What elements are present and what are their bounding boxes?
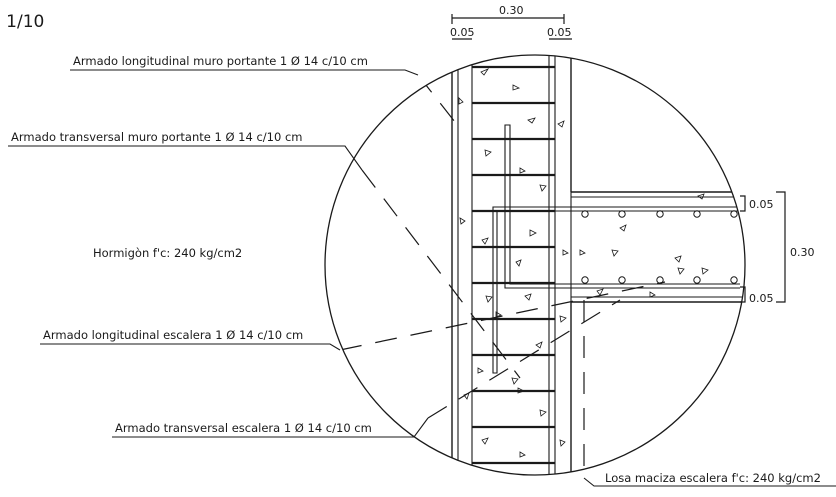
- label-transversal-stair: Armado transversal escalera 1 Ø 14 c/10 …: [115, 421, 372, 435]
- slab-dimensions: [740, 191, 786, 303]
- slab-thickness-dimension: 0.30: [790, 246, 815, 259]
- cover-right-dimension: 0.05: [547, 26, 572, 39]
- label-longitudinal-wall: Armado longitudinal muro portante 1 Ø 14…: [73, 54, 368, 68]
- detail-circle: [324, 54, 746, 476]
- wall-width-dimension: 0.30: [499, 4, 524, 17]
- dashed-leader-lines: [339, 74, 666, 475]
- label-transversal-wall: Armado transversal muro portante 1 Ø 14 …: [11, 130, 302, 144]
- label-leaders: [8, 69, 836, 487]
- label-slab: Losa maciza escalera f'c: 240 kg/cm2: [605, 471, 821, 485]
- slab-top-cover-dimension: 0.05: [749, 198, 774, 211]
- label-longitudinal-stair: Armado longitudinal escalera 1 Ø 14 c/10…: [43, 328, 303, 342]
- scale-label: E 1/10: [0, 12, 44, 32]
- label-concrete: Hormigòn f'c: 240 kg/cm2: [93, 246, 242, 260]
- wall-and-slab: [451, 55, 745, 475]
- top-dimensions: [451, 14, 572, 40]
- cover-left-dimension: 0.05: [450, 26, 475, 39]
- slab-bottom-cover-dimension: 0.05: [749, 292, 774, 305]
